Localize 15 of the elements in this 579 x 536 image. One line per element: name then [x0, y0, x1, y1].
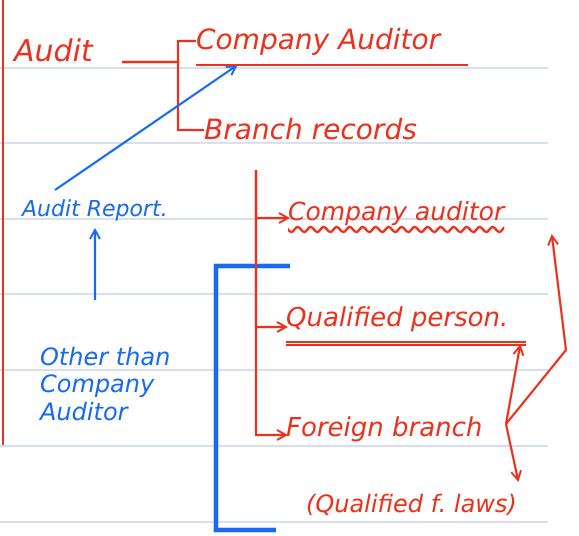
- handwritten-note: Qualified person.: [286, 296, 526, 346]
- handwritten-note: Branch records: [204, 108, 454, 152]
- handwritten-note: Audit Report.: [22, 190, 197, 230]
- arrow: [54, 65, 237, 191]
- handwritten-note: Company Auditor: [196, 16, 468, 66]
- arrow: [504, 424, 522, 481]
- handwritten-note: Audit: [14, 30, 114, 74]
- handwritten-note: Other than Company Auditor: [40, 300, 200, 470]
- arrow: [504, 345, 524, 424]
- arrow: [254, 170, 287, 441]
- handwritten-note: (Qualified f. laws): [306, 480, 572, 530]
- arrow: [505, 235, 568, 425]
- arrow: [89, 229, 101, 300]
- handwritten-note: Company auditor: [288, 188, 570, 236]
- handwritten-note: Foreign branch: [286, 404, 506, 454]
